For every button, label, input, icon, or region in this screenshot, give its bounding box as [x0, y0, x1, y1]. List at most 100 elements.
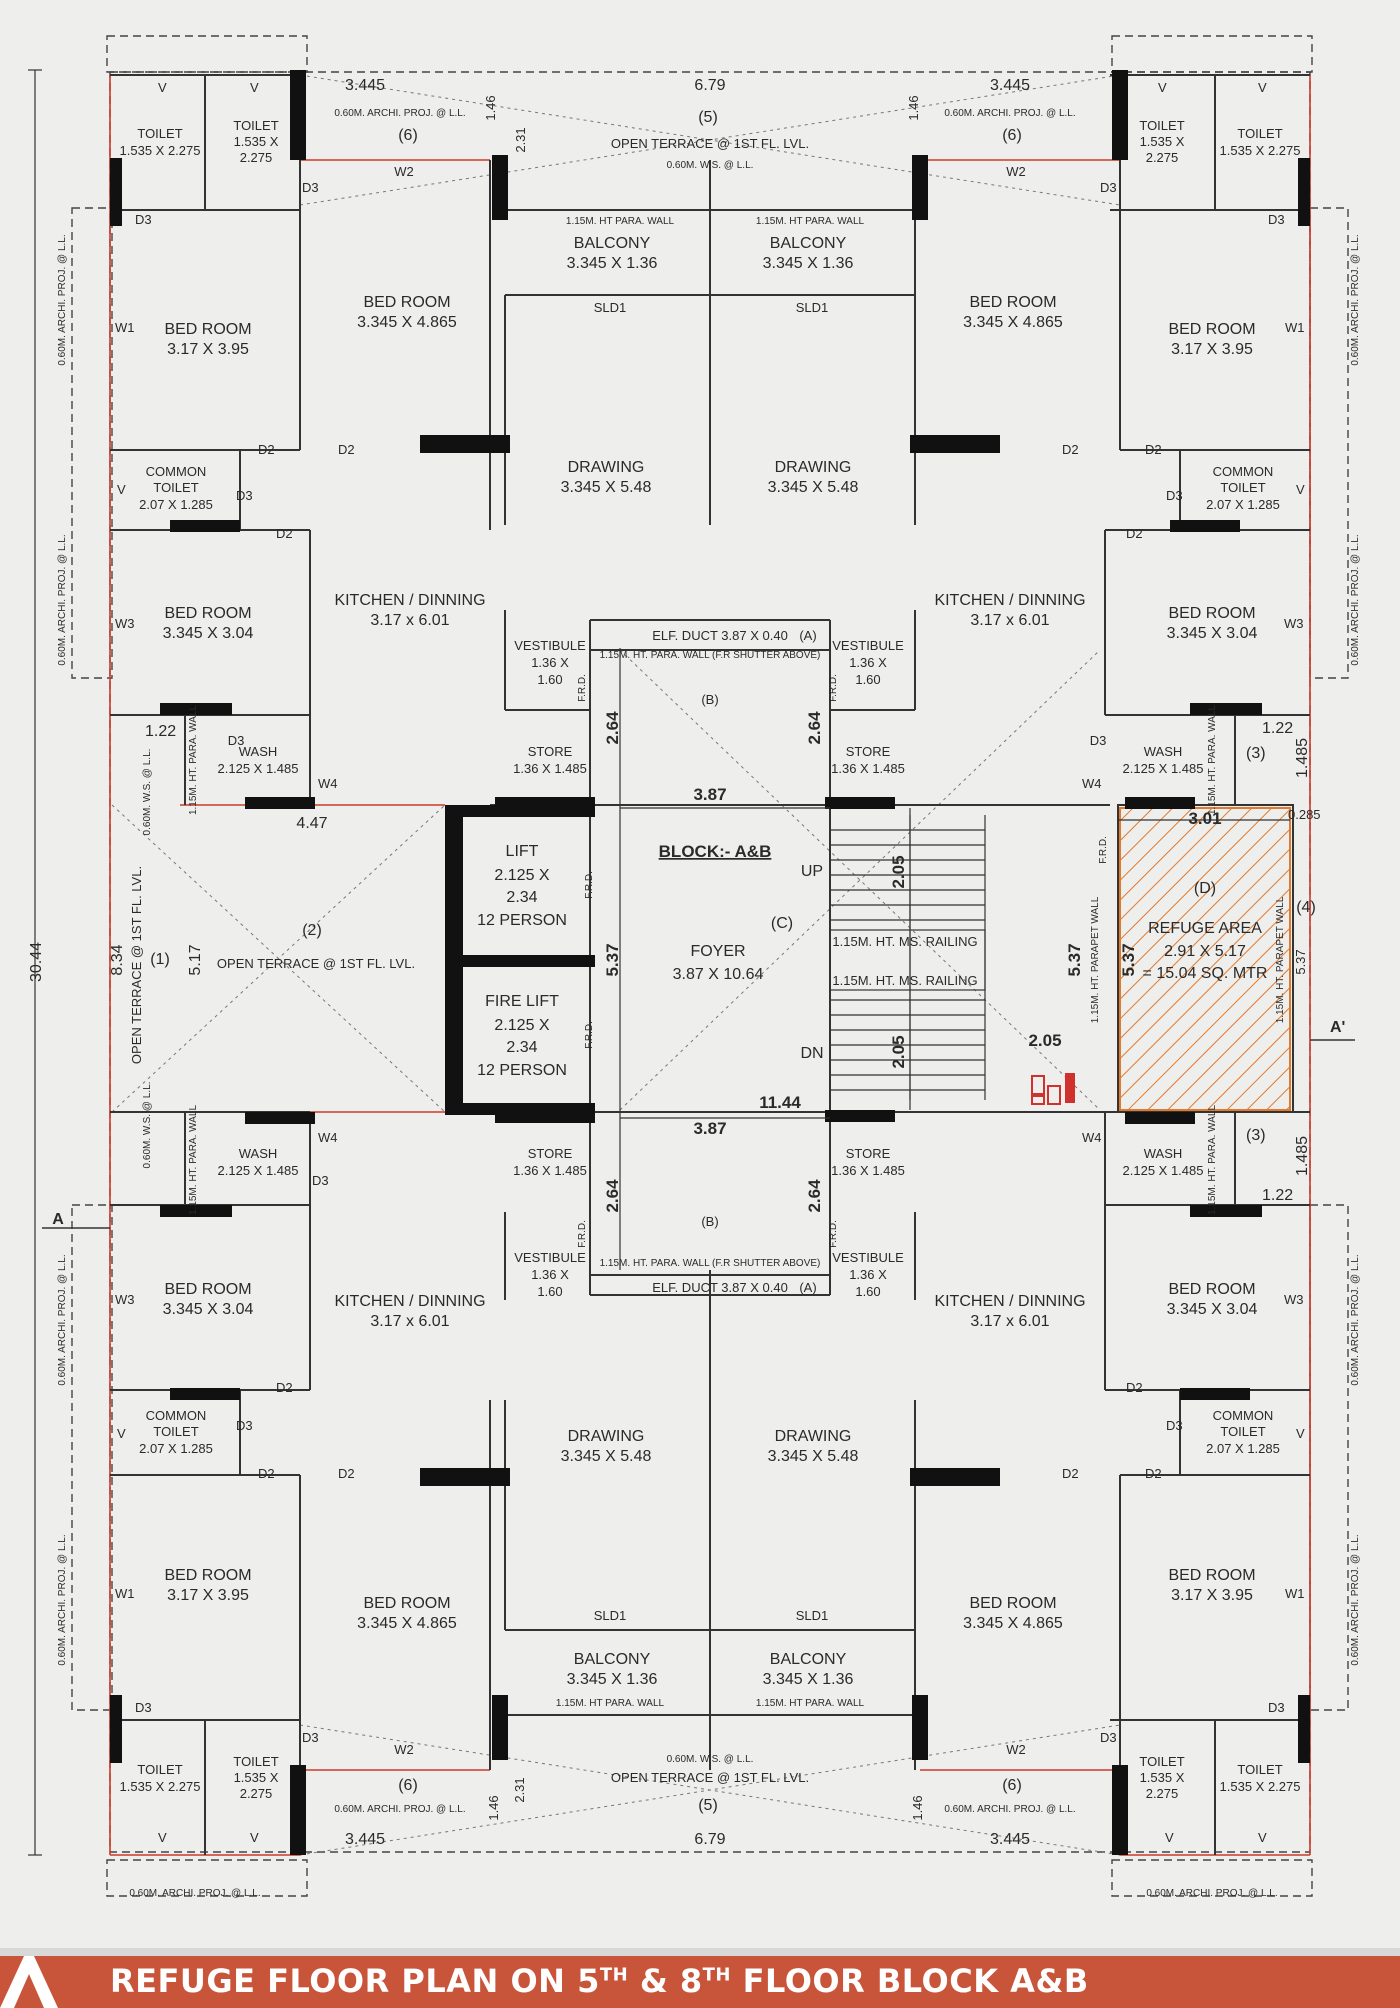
tag-6-top-left: (6)	[398, 127, 418, 144]
toilet-tr1-size1: 1.535 X	[1140, 134, 1185, 149]
stair-dn: DN	[800, 1045, 823, 1062]
archi-proj-bottom-right: 0.60M. ARCHI. PROJ. @ L.L.	[944, 1804, 1075, 1815]
fire-extinguisher-icon	[1031, 1073, 1075, 1105]
v-tr2: V	[1258, 80, 1267, 95]
d3-tr: D3	[1100, 180, 1117, 195]
toilet-br1-label: TOILET	[1139, 1754, 1184, 1769]
d3-tr2: D3	[1268, 212, 1285, 227]
dim-1485-top: 1.485	[1294, 738, 1311, 778]
w1-bl: W1	[115, 1586, 135, 1601]
block-label: BLOCK:- A&B	[659, 842, 772, 861]
lift-capacity: 12 PERSON	[477, 912, 567, 929]
d3-bl2: D3	[135, 1700, 152, 1715]
d2-br2: D2	[1062, 1466, 1079, 1481]
archi-proj-right-mid: 0.60M. ARCHI. PROJ. @ L.L.	[1350, 534, 1361, 665]
kitchen-tl-label: KITCHEN / DINNING	[334, 592, 485, 609]
toilet-br2-size: 1.535 X 2.275	[1220, 1779, 1301, 1794]
bedroom-br-label: BED ROOM	[1168, 1281, 1255, 1298]
common-toilet-tl-l2: TOILET	[153, 480, 198, 495]
dim-447: 4.47	[296, 815, 327, 832]
tag-1: (1)	[150, 951, 170, 968]
archi-proj-top-right: 0.60M. ARCHI. PROJ. @ L.L.	[944, 108, 1075, 119]
brand-logo-icon	[0, 1956, 58, 2008]
d2-cl: D2	[276, 526, 293, 541]
wash-bl-label: WASH	[239, 1146, 278, 1161]
tag-c: (C)	[771, 915, 793, 932]
dim-264-tl: 2.64	[603, 711, 622, 745]
wash-tl-size: 2.125 X 1.485	[218, 761, 299, 776]
para-wall-top-left: 1.15M. HT PARA. WALL	[566, 216, 675, 227]
w2-top-left: W2	[394, 164, 414, 179]
para-wall-bottom-left: 1.15M. HT PARA. WALL	[556, 1698, 665, 1709]
vestibule-bl-label: VESTIBULE	[514, 1250, 586, 1265]
dim-387-top: 3.87	[693, 785, 726, 804]
dim-264-bl: 2.64	[603, 1179, 622, 1213]
kitchen-br-size: 3.17 x 6.01	[970, 1313, 1049, 1330]
title-part-3: FLOOR BLOCK A&B	[730, 1962, 1089, 2000]
w4-br: W4	[1082, 1130, 1102, 1145]
interior-walls	[110, 74, 1310, 1855]
tag-a-top: (A)	[799, 628, 816, 643]
bedroom-ml-label: BED ROOM	[164, 605, 251, 622]
ws-left-b: 0.60M. W.S. @ L.L.	[142, 1082, 153, 1169]
toilet-bl-size: 1.535 X 2.275	[120, 1779, 201, 1794]
ws-top-label: 0.60M. W.S. @ L.L.	[667, 160, 754, 171]
fire-lift-capacity: 12 PERSON	[477, 1062, 567, 1079]
tag-2: (2)	[302, 922, 322, 939]
bedroom-tr2-label: BED ROOM	[969, 294, 1056, 311]
d2-bl2: D2	[258, 1466, 275, 1481]
archi-proj-left-top: 0.60M. ARCHI. PROJ. @ L.L.	[57, 234, 68, 365]
wash-tr-label: WASH	[1144, 744, 1183, 759]
refuge-size: 2.91 X 5.17	[1164, 943, 1246, 960]
archi-proj-left-bottom: 0.60M. ARCHI. PROJ. @ L.L.	[57, 1534, 68, 1665]
d3-wash-bl: D3	[312, 1173, 329, 1188]
lift-label: LIFT	[506, 843, 539, 860]
refuge-label: REFUGE AREA	[1148, 920, 1262, 937]
toilet-bl-label: TOILET	[137, 1762, 182, 1777]
dim-3044: 30.44	[28, 942, 45, 982]
dim-834: 8.34	[109, 944, 126, 975]
tag-5-top: (5)	[698, 109, 718, 126]
d2-br: D2	[1126, 1380, 1143, 1395]
foyer-size: 3.87 X 10.64	[673, 966, 764, 983]
tag-6-top-right: (6)	[1002, 127, 1022, 144]
archi-proj-left-mid: 0.60M. ARCHI. PROJ. @ L.L.	[57, 534, 68, 665]
store-tl-label: STORE	[528, 744, 573, 759]
toilet-tr2-label: TOILET	[1237, 126, 1282, 141]
shutter-bottom: 1.15M. HT. PARA. WALL (F.R SHUTTER ABOVE…	[600, 1258, 821, 1269]
common-toilet-tl-l1: COMMON	[146, 464, 207, 479]
store-bl-size: 1.36 X 1.485	[513, 1163, 587, 1178]
ws-left-a: 0.60M. W.S. @ L.L.	[142, 749, 153, 836]
v-tr1: V	[1158, 80, 1167, 95]
tag-b-bottom: (B)	[701, 1214, 718, 1229]
d3-cr: D3	[1166, 488, 1183, 503]
toilet-bl2-label: TOILET	[233, 1754, 278, 1769]
vestibule-tl-size2: 1.60	[537, 672, 562, 687]
v-bl-c: V	[117, 1426, 126, 1441]
d3-bl3: D3	[302, 1730, 319, 1745]
bedroom-tr-size: 3.17 X 3.95	[1171, 341, 1253, 358]
v-br1: V	[1165, 1830, 1174, 1845]
terrace-diagonals	[111, 74, 1121, 1856]
title-banner-top-strip	[0, 1948, 1400, 1956]
vestibule-tr-label: VESTIBULE	[832, 638, 904, 653]
w2-bottom-left: W2	[394, 1742, 414, 1757]
w4-bl: W4	[318, 1130, 338, 1145]
d2-l1: D2	[258, 442, 275, 457]
d2-bl3: D2	[338, 1466, 355, 1481]
w1-br: W1	[1285, 1586, 1305, 1601]
section-a-prime: A'	[1330, 1019, 1345, 1036]
tag-5-bottom: (5)	[698, 1797, 718, 1814]
bedroom-tr-label: BED ROOM	[1168, 321, 1255, 338]
w3-bl: W3	[115, 1292, 135, 1307]
w3-ml: W3	[115, 616, 135, 631]
toilet-bl2-size1: 1.535 X	[234, 1770, 279, 1785]
terrace-left-label: OPEN TERRACE @ 1ST FL. LVL.	[129, 866, 144, 1064]
store-tl-size: 1.36 X 1.485	[513, 761, 587, 776]
para-wall-wash-bl: 1.15M. HT. PARA. WALL	[188, 1105, 199, 1215]
ws-bottom-label: 0.60M. W.S. @ L.L.	[667, 1754, 754, 1765]
dim-537-stair: 5.37	[1065, 943, 1084, 976]
balcony-bl-size: 3.345 X 1.36	[567, 1671, 658, 1688]
fire-lift-size1: 2.125 X	[494, 1017, 549, 1034]
balcony-tr-label: BALCONY	[770, 235, 847, 252]
